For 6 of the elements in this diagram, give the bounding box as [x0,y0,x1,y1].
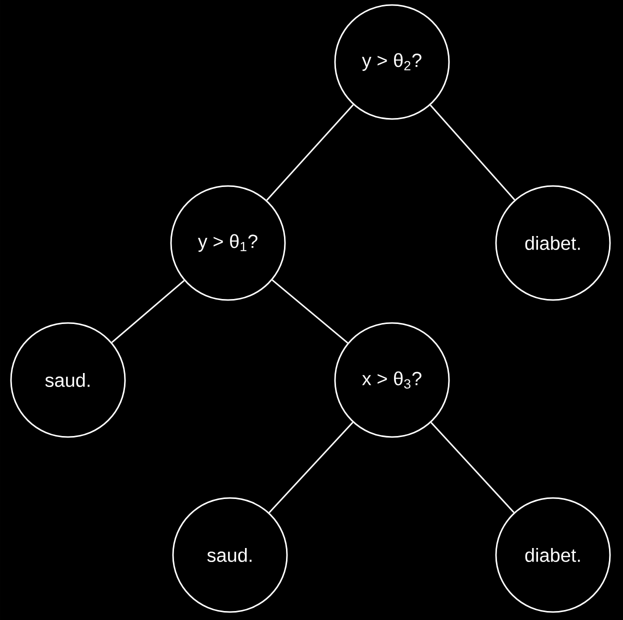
branch-line [111,280,185,343]
branch-line [266,104,354,201]
branch-line [430,422,514,513]
branch-line [430,104,516,200]
branch-line [268,422,354,514]
branch-line [272,279,348,344]
